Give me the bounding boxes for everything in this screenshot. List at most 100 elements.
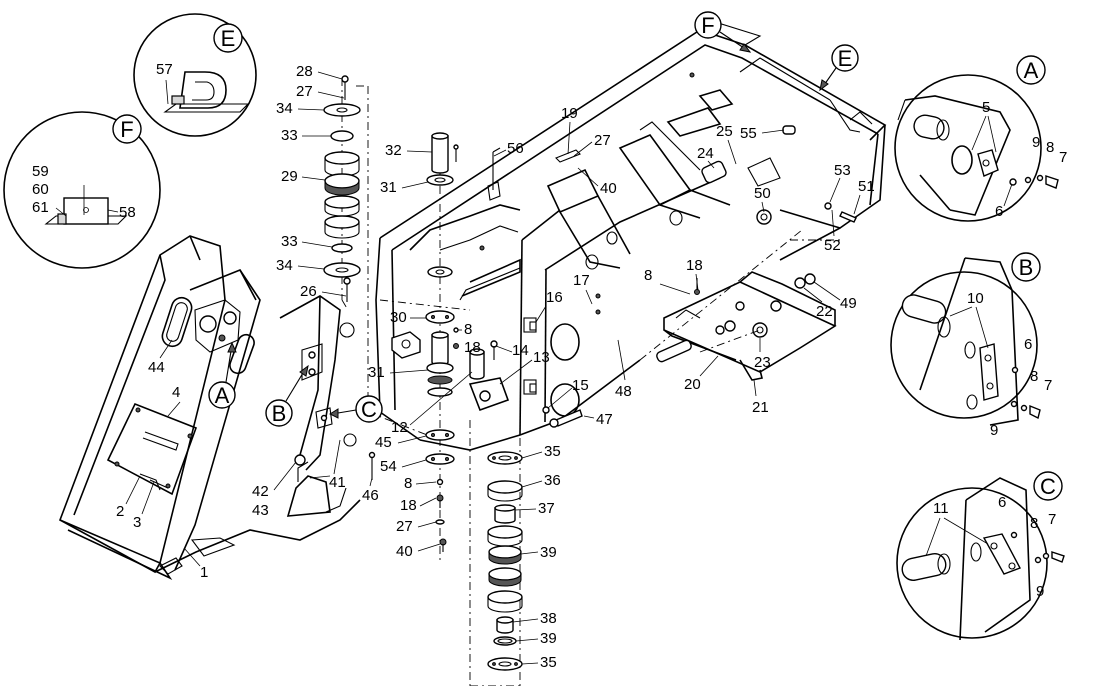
callout-c-main: C — [361, 397, 377, 422]
part-label-9-b: 9 — [990, 422, 998, 439]
kingpin-stack-left — [323, 75, 361, 302]
part-label-12: 12 — [391, 419, 408, 436]
part-label-3: 3 — [133, 514, 141, 531]
part-label-55: 55 — [740, 125, 757, 142]
part-label-14: 14 — [512, 342, 529, 359]
part-label-49: 49 — [840, 295, 857, 312]
part-label-51: 51 — [858, 178, 875, 195]
part-label-20: 20 — [684, 376, 701, 393]
part-label-43: 43 — [252, 502, 269, 519]
part-label-5: 5 — [982, 99, 990, 116]
part-label-18-stack: 18 — [400, 497, 417, 514]
part-label-36: 36 — [544, 472, 561, 489]
part-label-40: 40 — [600, 180, 617, 197]
detail-f-group: F 59 60 61 58 — [3, 111, 161, 269]
part-label-27: 27 — [296, 83, 313, 100]
detail-c-group: C 11 6 8 7 9 — [896, 471, 1065, 641]
part-label-37: 37 — [538, 500, 555, 517]
callout-b-badge: B — [1019, 255, 1034, 280]
part-label-31: 31 — [380, 179, 397, 196]
part-label-26: 26 — [300, 283, 317, 300]
part-label-27-stack: 27 — [396, 518, 413, 535]
part-label-58: 58 — [119, 204, 136, 221]
callout-f-badge: F — [120, 117, 133, 142]
detail-e-circle — [133, 13, 257, 137]
part-label-28: 28 — [296, 63, 313, 80]
main-view-callouts: F E A B C — [208, 11, 859, 427]
callout-e-main: E — [838, 46, 853, 71]
lift-linkage-assembly — [656, 271, 837, 381]
callout-b-main: B — [272, 401, 287, 426]
part-label-11: 11 — [933, 500, 949, 517]
part-label-18-main: 18 — [464, 339, 481, 356]
part-label-39: 39 — [540, 544, 557, 561]
part-label-41: 41 — [329, 474, 346, 491]
part-label-30: 30 — [390, 309, 407, 326]
part-label-53: 53 — [834, 162, 851, 179]
callout-e-badge: E — [221, 26, 236, 51]
part-label-8-c: 8 — [1030, 515, 1038, 532]
part-label-21: 21 — [752, 399, 769, 416]
part-label-16: 16 — [546, 289, 563, 306]
part-label-45: 45 — [375, 434, 392, 451]
part-label-22: 22 — [816, 303, 833, 320]
part-label-32: 32 — [385, 142, 402, 159]
part-label-57: 57 — [156, 61, 173, 78]
part-label-4: 4 — [172, 384, 180, 401]
lift-arm-assembly — [59, 235, 376, 580]
part-label-46: 46 — [362, 487, 379, 504]
part-label-44: 44 — [148, 359, 165, 376]
detail-b-group: B 10 6 8 7 9 — [890, 252, 1052, 439]
part-label-6-a: 6 — [995, 203, 1003, 220]
part-label-50: 50 — [754, 185, 771, 202]
part-labels: 28 27 34 33 29 33 34 26 32 31 56 19 27 4… — [116, 63, 875, 671]
part-label-39-b: 39 — [540, 630, 557, 647]
part-label-61: 61 — [32, 199, 49, 216]
part-label-9: 9 — [1032, 134, 1040, 151]
callout-a-badge: A — [1024, 58, 1039, 83]
part-label-24: 24 — [697, 145, 714, 162]
part-label-40-stack: 40 — [396, 543, 413, 560]
part-label-8-main: 8 — [464, 321, 472, 338]
part-label-31-b: 31 — [368, 364, 385, 381]
part-label-29: 29 — [281, 168, 298, 185]
callout-f-main: F — [701, 13, 714, 38]
part-label-13: 13 — [533, 349, 550, 366]
part-label-8-b: 8 — [1030, 368, 1038, 385]
part-label-47: 47 — [596, 411, 613, 428]
callout-c-badge: C — [1040, 474, 1056, 499]
part-label-38: 38 — [540, 610, 557, 627]
part-label-8: 8 — [644, 267, 652, 284]
part-label-15: 15 — [572, 377, 589, 394]
part-label-17: 17 — [573, 272, 590, 289]
part-label-2: 2 — [116, 503, 124, 520]
part-label-48: 48 — [615, 383, 632, 400]
part-label-27-b: 27 — [594, 132, 611, 149]
part-label-54: 54 — [380, 458, 397, 475]
part-label-60: 60 — [32, 181, 49, 198]
part-label-6-b: 6 — [1024, 336, 1032, 353]
part-label-7-b: 7 — [1044, 377, 1052, 394]
bearing-stack-right — [487, 451, 523, 671]
part-label-34: 34 — [276, 100, 293, 117]
part-label-25: 25 — [716, 123, 733, 140]
part-label-7: 7 — [1059, 149, 1067, 166]
part-label-52: 52 — [824, 237, 841, 254]
detail-e-group: E 57 — [133, 13, 257, 137]
part-label-7-c: 7 — [1048, 511, 1056, 528]
part-label-42: 42 — [252, 483, 269, 500]
part-label-19: 19 — [561, 105, 578, 122]
part-label-56: 56 — [507, 140, 524, 157]
part-label-8-stack: 8 — [404, 475, 412, 492]
part-label-59: 59 — [32, 163, 49, 180]
main-chassis-frame — [375, 21, 887, 451]
centerlines — [341, 78, 840, 686]
kingpin-stack-center — [391, 132, 498, 552]
callout-a-main: A — [215, 383, 230, 408]
part-label-33: 33 — [281, 127, 298, 144]
part-label-23: 23 — [754, 354, 771, 371]
part-label-35-b: 35 — [540, 654, 557, 671]
part-label-34-b: 34 — [276, 257, 293, 274]
part-label-9-c: 9 — [1036, 583, 1044, 600]
